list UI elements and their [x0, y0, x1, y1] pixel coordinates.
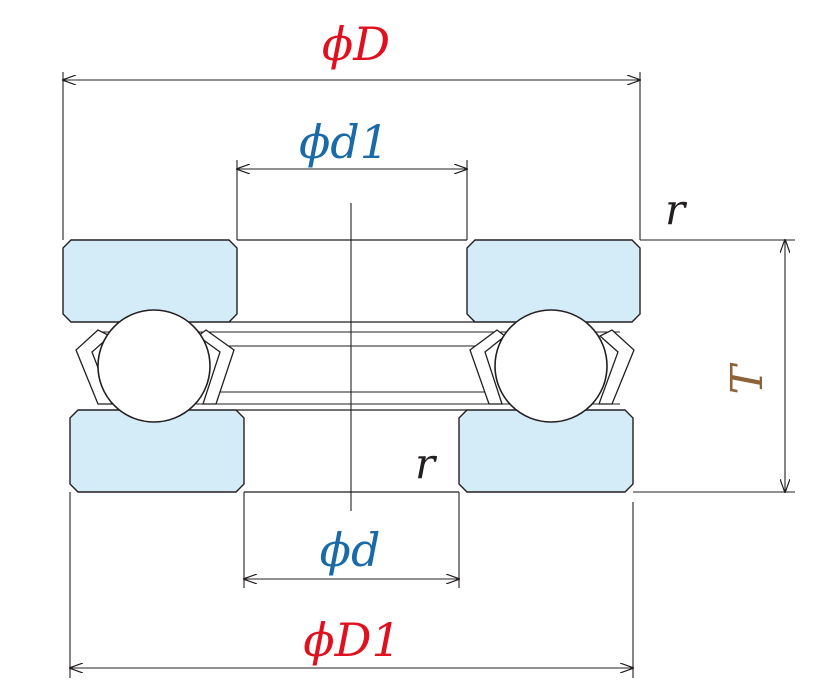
cage-pocket-right-outer: [598, 329, 635, 405]
label-outer-diameter: ϕD: [322, 17, 390, 71]
label-shaft-ring-bore: ϕd1: [299, 115, 389, 169]
lower-ring-left: [69, 409, 245, 493]
ball-left: [97, 309, 211, 423]
label-height: T: [722, 362, 773, 395]
label-bore: ϕd: [320, 523, 381, 577]
ball-right: [494, 309, 608, 423]
label-fillet-bottom: r: [415, 439, 438, 488]
label-housing-outer-diameter: ϕD1: [303, 613, 401, 667]
lower-ring-right: [458, 409, 634, 493]
upper-ring-right: [466, 239, 641, 323]
label-fillet-top: r: [665, 185, 688, 234]
